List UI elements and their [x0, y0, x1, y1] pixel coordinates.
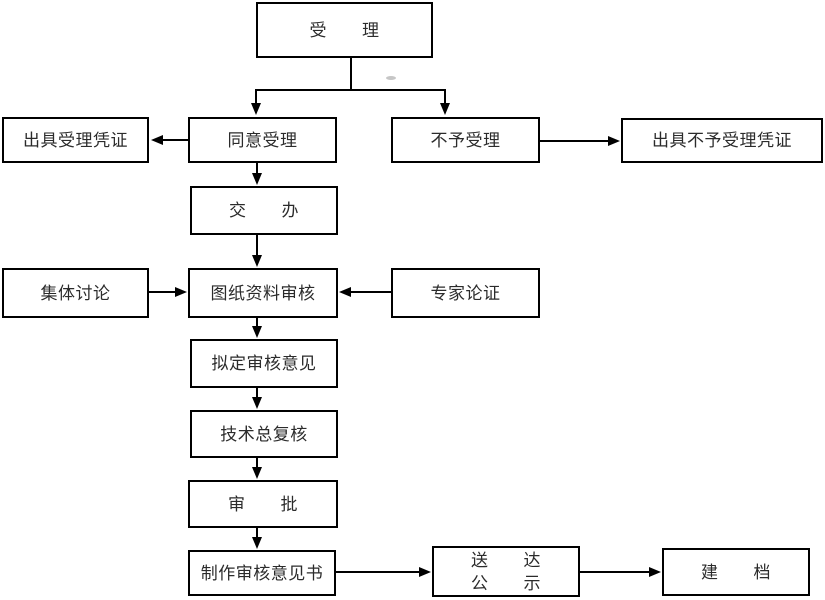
node-expert-demonstration-label: 专家论证 — [430, 283, 501, 303]
node-accept: 受 理 — [256, 2, 433, 58]
node-accept-label: 受 理 — [309, 20, 380, 40]
node-expert-demonstration: 专家论证 — [391, 268, 540, 318]
node-deliver-publicize: 送 达 公 示 — [432, 546, 580, 597]
node-draft-review-opinion: 拟定审核意见 — [190, 339, 338, 388]
node-reject-accept: 不予受理 — [391, 117, 540, 163]
node-group-discussion: 集体讨论 — [2, 268, 149, 318]
node-deliver-publicize-label: 送 达 公 示 — [471, 550, 541, 593]
node-technical-final-review: 技术总复核 — [190, 410, 338, 458]
node-issue-rejection-receipt-label: 出具不予受理凭证 — [652, 131, 792, 150]
node-reject-accept-label: 不予受理 — [430, 130, 501, 150]
node-archive-label: 建 档 — [701, 562, 771, 582]
node-draft-review-opinion-label: 拟定审核意见 — [211, 354, 317, 373]
node-prepare-review-report-label: 制作审核意见书 — [200, 563, 324, 583]
node-technical-final-review-label: 技术总复核 — [220, 424, 308, 444]
node-drawing-material-review-label: 图纸资料审核 — [210, 283, 316, 303]
node-approval-label: 审 批 — [228, 494, 298, 514]
node-drawing-material-review: 图纸资料审核 — [188, 268, 338, 318]
node-issue-rejection-receipt: 出具不予受理凭证 — [621, 118, 823, 163]
node-issue-acceptance-receipt-label: 出具受理凭证 — [23, 130, 128, 150]
node-assign-label: 交 办 — [229, 201, 299, 220]
node-group-discussion-label: 集体讨论 — [40, 283, 111, 303]
node-archive: 建 档 — [662, 548, 810, 596]
smudge-artifact — [386, 76, 396, 80]
node-prepare-review-report: 制作审核意见书 — [188, 550, 336, 596]
node-agree-accept-label: 同意受理 — [227, 130, 298, 150]
node-issue-acceptance-receipt: 出具受理凭证 — [2, 117, 149, 163]
node-assign: 交 办 — [190, 186, 338, 235]
node-agree-accept: 同意受理 — [188, 117, 337, 163]
node-approval: 审 批 — [188, 480, 338, 528]
